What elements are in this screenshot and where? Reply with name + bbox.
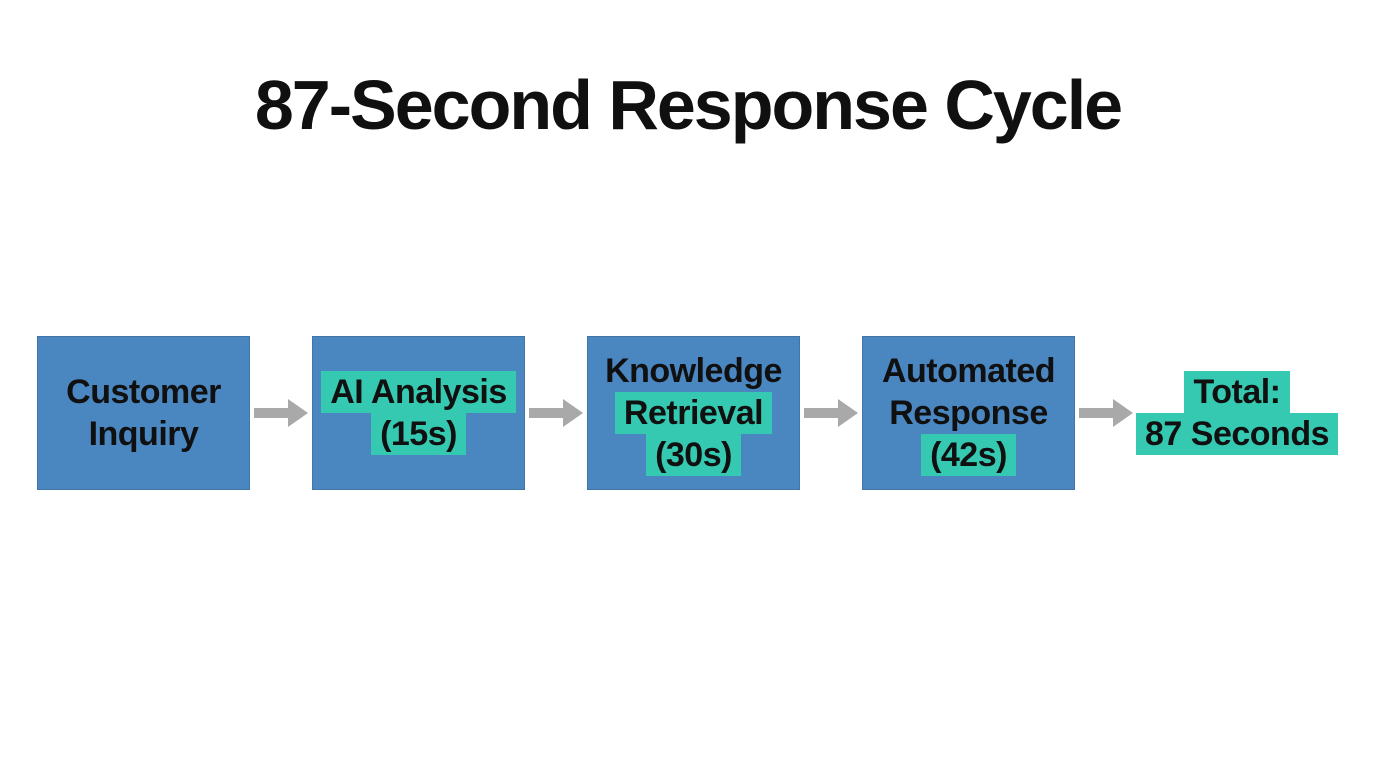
arrow-head xyxy=(563,399,583,427)
node-line-text-highlighted: Retrieval xyxy=(614,392,773,434)
node-line-text-highlighted: (42s) xyxy=(921,434,1016,476)
node-line: Customer xyxy=(57,371,230,413)
node-line-text-highlighted: Total: xyxy=(1184,371,1290,413)
node-line: (30s) xyxy=(646,434,741,476)
node-line: 87 Seconds xyxy=(1136,413,1338,455)
node-line-text: Inquiry xyxy=(88,415,199,453)
arrow-shaft xyxy=(1079,408,1113,418)
node-line: (15s) xyxy=(371,413,466,455)
node-line: Inquiry xyxy=(80,413,208,455)
node-line-text-highlighted: (30s) xyxy=(646,434,741,476)
arrow-head xyxy=(838,399,858,427)
node-line-text-highlighted: AI Analysis xyxy=(321,371,516,413)
node-line: Total: xyxy=(1184,371,1290,413)
node-line: Automated xyxy=(873,350,1064,392)
arrow-right-icon xyxy=(800,336,862,490)
flow-node-ai-analysis: AI Analysis (15s) xyxy=(312,336,525,490)
node-line: (42s) xyxy=(921,434,1016,476)
node-line-text: Response xyxy=(889,394,1048,432)
flow-diagram: Customer Inquiry AI Analysis (15s) Knowl… xyxy=(37,336,1338,490)
arrow-shaft xyxy=(254,408,288,418)
arrow-shaft xyxy=(529,408,563,418)
arrow-right-icon xyxy=(250,336,312,490)
node-line: AI Analysis xyxy=(321,371,516,413)
node-line-text-highlighted: (15s) xyxy=(371,413,466,455)
flow-node-knowledge-retrieval: Knowledge Retrieval (30s) xyxy=(587,336,800,490)
flow-node-customer-inquiry: Customer Inquiry xyxy=(37,336,250,490)
arrow-head xyxy=(288,399,308,427)
diagram-title: 87-Second Response Cycle xyxy=(254,66,1123,144)
node-line-text-highlighted: 87 Seconds xyxy=(1136,413,1338,455)
arrow-right-icon xyxy=(1075,336,1137,490)
node-line: Response xyxy=(880,392,1057,434)
flow-node-total: Total: 87 Seconds xyxy=(1136,336,1338,490)
arrow-shaft xyxy=(804,408,838,418)
arrow-head xyxy=(1113,399,1133,427)
node-line-text: Knowledge xyxy=(605,352,782,390)
node-line: Retrieval xyxy=(614,392,773,434)
arrow-right-icon xyxy=(525,336,587,490)
node-line: Knowledge xyxy=(596,350,791,392)
flow-node-automated-response: Automated Response (42s) xyxy=(862,336,1075,490)
node-line-text: Automated xyxy=(881,352,1056,390)
node-line-text: Customer xyxy=(66,373,221,411)
